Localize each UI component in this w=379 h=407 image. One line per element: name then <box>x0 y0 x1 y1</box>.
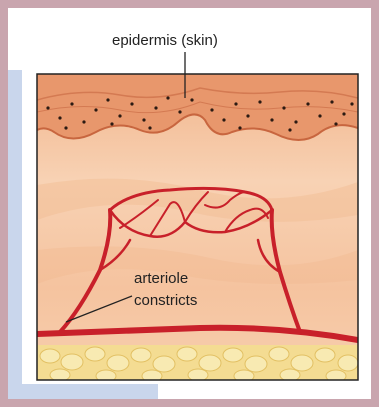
arteriole-label: arteriole <box>134 270 188 287</box>
constricts-label: constricts <box>134 292 197 309</box>
epidermis-label: epidermis (skin) <box>112 32 218 49</box>
